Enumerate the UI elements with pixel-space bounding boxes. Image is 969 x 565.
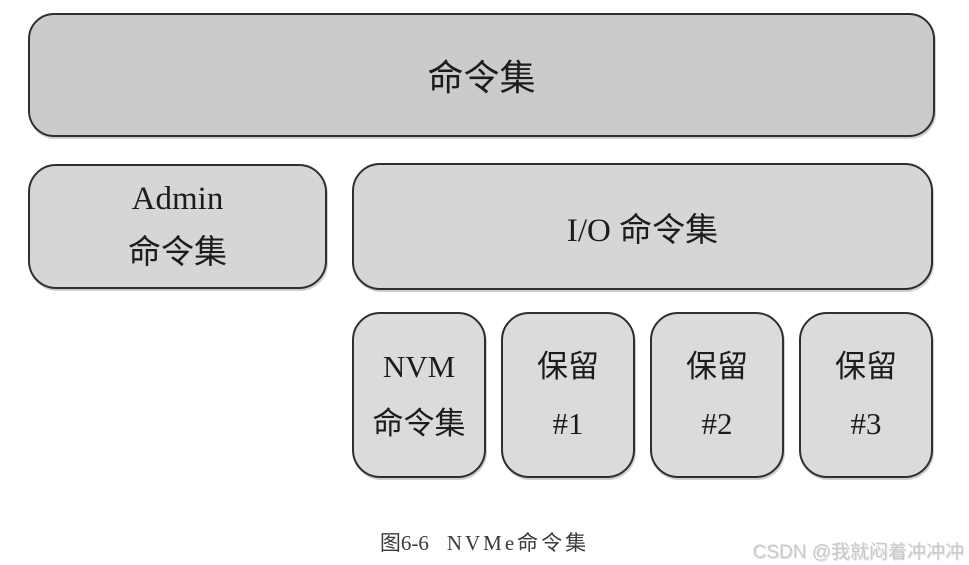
- nvm-label-line2: 命令集: [372, 406, 466, 441]
- csdn-watermark: CSDN @我就闷着冲冲冲: [752, 542, 964, 563]
- admin-command-set-box: Admin 命令集: [28, 164, 327, 289]
- reserved-1-line1: 保留: [537, 348, 599, 384]
- admin-label-line1: Admin: [131, 181, 224, 218]
- reserved-3-line2: #3: [850, 406, 882, 441]
- reserved-2-line1: 保留: [686, 348, 748, 384]
- nvm-label-line1: NVM: [382, 348, 456, 384]
- command-set-label: 命令集: [427, 58, 536, 98]
- nvm-command-set-box: NVM 命令集: [352, 312, 486, 478]
- reserved-3-line1: 保留: [835, 348, 897, 384]
- admin-label-line2: 命令集: [128, 234, 227, 271]
- reserved-2-line2: #2: [701, 406, 733, 441]
- io-command-set-box: I/O 命令集: [352, 163, 933, 290]
- command-set-box: 命令集: [28, 13, 935, 137]
- io-label: I/O 命令集: [566, 212, 719, 249]
- reserved-3-box: 保留 #3: [799, 312, 933, 478]
- reserved-2-box: 保留 #2: [650, 312, 784, 478]
- figure-caption: 图6-6 NVMe命令集: [0, 527, 969, 557]
- reserved-1-box: 保留 #1: [501, 312, 635, 478]
- reserved-1-line2: #1: [552, 406, 584, 441]
- figure-title: NVMe命令集: [446, 531, 590, 555]
- figure-number: 图6-6: [379, 531, 429, 555]
